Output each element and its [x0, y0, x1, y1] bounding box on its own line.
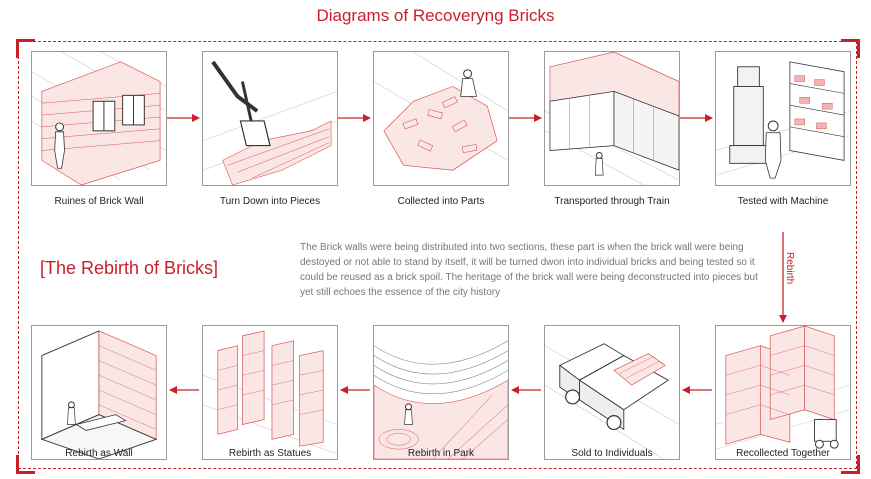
excavator-icon	[203, 60, 337, 185]
label-recollected-together: Recollected Together	[736, 448, 830, 459]
pickup-truck-icon	[545, 343, 679, 459]
frame-corner	[16, 39, 35, 58]
label-tested-machine: Tested with Machine	[737, 196, 829, 207]
train-wagon-icon	[545, 52, 679, 185]
label-turn-down: Turn Down into Pieces	[219, 196, 321, 207]
panel-ruins-brick-wall	[31, 51, 167, 186]
brick-pallets-icon	[716, 326, 850, 450]
label-rebirth-statues: Rebirth as Statues	[228, 448, 312, 459]
brick-wall-ruins-icon	[32, 52, 166, 185]
testing-machine-icon	[716, 61, 850, 179]
panel-tested-machine	[715, 51, 851, 186]
label-rebirth-park: Rebirth in Park	[407, 448, 475, 459]
brick-park-icon	[374, 340, 508, 459]
panel-rebirth-wall	[31, 325, 167, 460]
description-text: The Brick walls were being distributed i…	[300, 242, 758, 298]
label-rebirth-wall: Rebirth as Wall	[65, 448, 133, 459]
panel-collected-parts	[373, 51, 509, 186]
brick-statues-icon	[203, 330, 337, 455]
label-collected-parts: Collected into Parts	[397, 196, 485, 207]
brick-interior-wall-icon	[40, 330, 158, 459]
panel-rebirth-statues	[202, 325, 338, 460]
diagram-title: Diagrams of Recoveryng Bricks	[316, 6, 555, 25]
label-ruins-brick-wall: Ruines of Brick Wall	[54, 196, 144, 207]
panel-recollected-together	[715, 325, 851, 460]
panel-transported-train	[544, 51, 680, 186]
panel-rebirth-park	[373, 325, 509, 460]
panel-turn-down	[202, 51, 338, 186]
panel-sold-individuals	[544, 325, 680, 460]
frame-corner	[841, 39, 860, 58]
rebirth-arrow-label: Rebirth	[784, 252, 795, 285]
label-transported-train: Transported through Train	[554, 196, 670, 207]
dashed-frame	[18, 41, 857, 469]
brick-pile-icon	[374, 52, 508, 171]
label-sold-individuals: Sold to Individuals	[571, 448, 653, 459]
frame-corner	[16, 455, 35, 474]
section-subtitle: [The Rebirth of Bricks]	[40, 258, 219, 278]
frame-corner	[841, 455, 860, 474]
